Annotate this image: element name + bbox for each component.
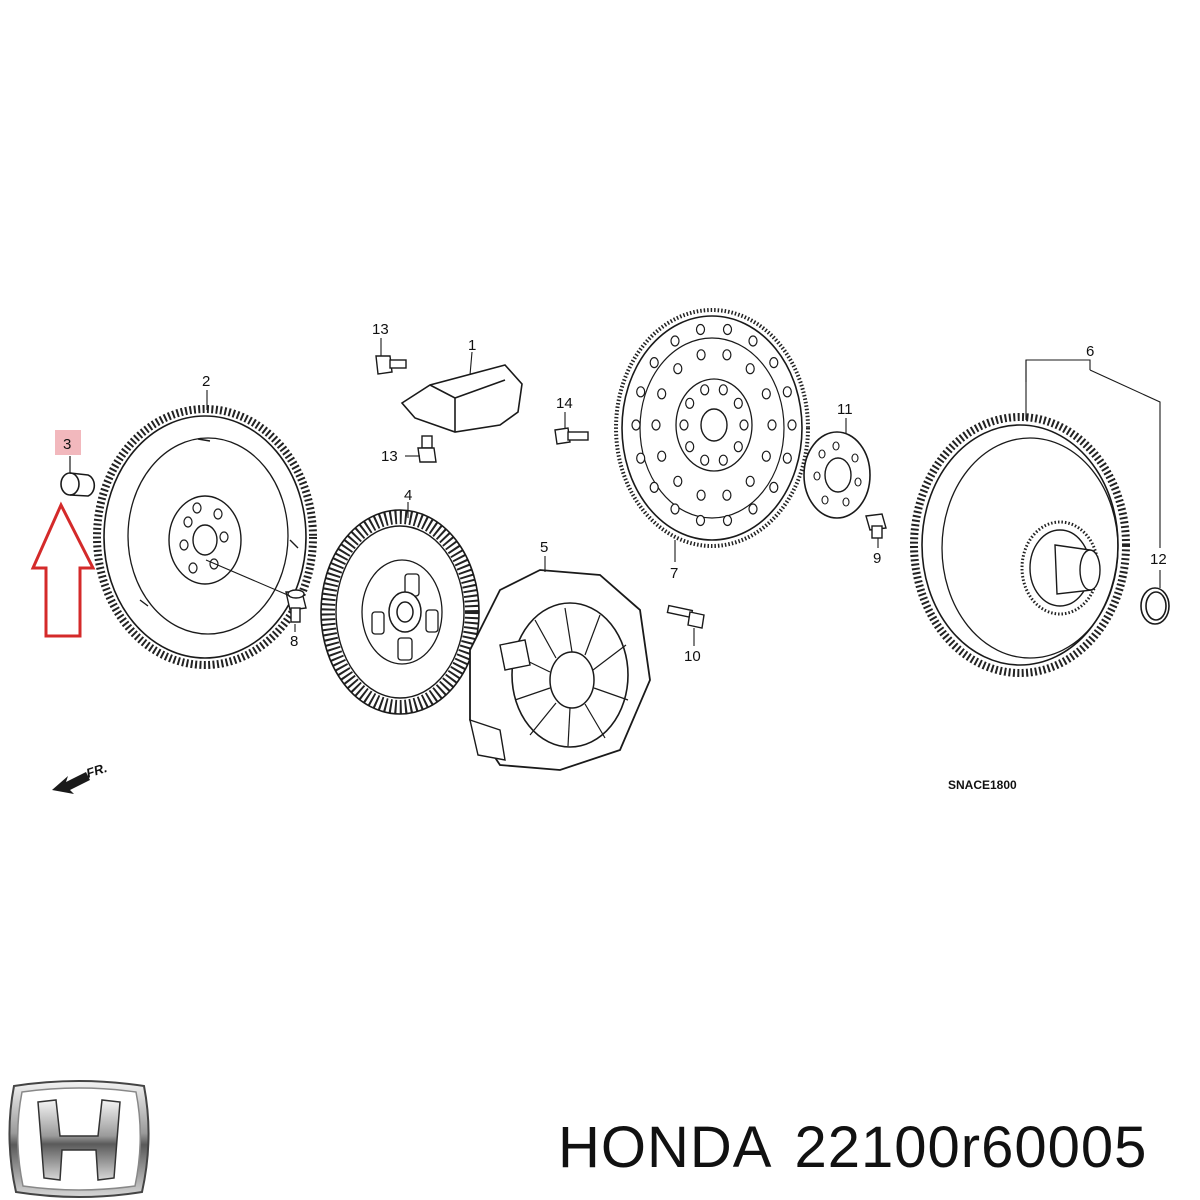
drive-plate-hole bbox=[761, 388, 771, 400]
drive-plate-hole bbox=[670, 335, 680, 347]
highlight-up-arrow-icon bbox=[30, 501, 96, 638]
part-2-flywheel bbox=[93, 405, 317, 669]
diagram-code: SNACE1800 bbox=[948, 778, 1017, 792]
drive-plate-hole bbox=[733, 397, 743, 409]
part-14-bolt bbox=[554, 427, 589, 445]
part-8-bolt bbox=[285, 589, 307, 623]
drive-plate-hole bbox=[782, 386, 792, 398]
front-direction-label: FR. bbox=[84, 760, 109, 781]
drive-plate-hole bbox=[649, 481, 659, 493]
drive-plate-hole bbox=[745, 475, 755, 487]
drive-plate-hole bbox=[700, 384, 710, 396]
drive-plate-hole bbox=[761, 450, 771, 462]
drive-plate-hole bbox=[673, 475, 683, 487]
drive-plate-hole bbox=[657, 388, 667, 400]
part-1-cover-plate bbox=[400, 364, 523, 433]
part-number: 22100r60005 bbox=[794, 1115, 1148, 1180]
drive-plate-hole bbox=[696, 349, 706, 361]
drive-plate-hole bbox=[679, 419, 689, 431]
drive-plate-hole bbox=[722, 349, 732, 361]
callout-7: 7 bbox=[670, 565, 678, 582]
drive-plate-hole bbox=[649, 357, 659, 369]
part-7-drive-plate bbox=[614, 308, 810, 548]
part-9-bolt bbox=[865, 513, 887, 539]
drive-plate-hole bbox=[685, 397, 695, 409]
callout-12: 12 bbox=[1150, 551, 1167, 568]
front-direction-arrow-icon: FR. bbox=[52, 760, 109, 794]
drive-plate-hole bbox=[769, 357, 779, 369]
part-10-bolt bbox=[666, 604, 705, 629]
drive-plate-hole bbox=[657, 450, 667, 462]
callout-1: 1 bbox=[468, 337, 476, 354]
callout-6: 6 bbox=[1086, 343, 1094, 360]
drive-plate-hole bbox=[700, 454, 710, 466]
drive-plate-hole bbox=[718, 384, 728, 396]
drive-plate-hole bbox=[769, 481, 779, 493]
drive-plate-hole bbox=[636, 452, 646, 464]
drive-plate-hole bbox=[631, 419, 641, 431]
part-11-backing-plate bbox=[803, 431, 871, 519]
drive-plate-hole bbox=[748, 503, 758, 515]
drive-plate-hole bbox=[733, 441, 743, 453]
honda-logo-icon bbox=[8, 1080, 150, 1198]
drive-plate-hole bbox=[722, 323, 733, 336]
part-title: HONDA 22100r60005 bbox=[558, 1108, 1169, 1188]
part-13-lower-bolt bbox=[417, 435, 437, 463]
callout-11: 11 bbox=[837, 401, 853, 418]
leader-lines bbox=[206, 338, 1161, 646]
callout-5: 5 bbox=[540, 539, 548, 556]
callout-10: 10 bbox=[684, 648, 701, 665]
drive-plate-hole bbox=[722, 514, 733, 527]
drive-plate-hole bbox=[636, 386, 646, 398]
callout-13-lower: 13 bbox=[381, 448, 398, 465]
part-6-torque-converter bbox=[910, 413, 1130, 677]
drive-plate-hole bbox=[718, 454, 728, 466]
drive-plate-hole bbox=[722, 489, 732, 501]
drive-plate-hole bbox=[739, 419, 749, 431]
callout-8: 8 bbox=[290, 633, 298, 650]
drive-plate-hole bbox=[673, 363, 683, 375]
drive-plate-hole bbox=[685, 441, 695, 453]
drive-plate-hole bbox=[670, 503, 680, 515]
part-3-highlight-box bbox=[55, 430, 81, 455]
drive-plate-hole bbox=[695, 323, 706, 336]
part-3-pilot-bushing bbox=[60, 472, 96, 497]
callout-3: 3 bbox=[63, 436, 71, 453]
part-13-upper-bolt bbox=[375, 355, 407, 375]
drive-plate-hole bbox=[787, 419, 797, 431]
part-4-clutch-disc bbox=[320, 509, 480, 715]
part-5-pressure-plate bbox=[469, 569, 651, 771]
drive-plate-hole bbox=[745, 363, 755, 375]
callout-13-upper: 13 bbox=[372, 321, 389, 338]
callout-9: 9 bbox=[873, 550, 881, 567]
drive-plate-hole bbox=[696, 489, 706, 501]
callout-14: 14 bbox=[556, 395, 573, 412]
callout-4: 4 bbox=[404, 487, 412, 504]
callout-2: 2 bbox=[202, 373, 210, 390]
brand-name: HONDA bbox=[558, 1115, 773, 1180]
drive-plate-hole bbox=[767, 419, 777, 431]
drive-plate-hole bbox=[748, 335, 758, 347]
drive-plate-hole bbox=[651, 419, 661, 431]
drive-plate-hole bbox=[782, 452, 792, 464]
part-12-o-ring bbox=[1140, 587, 1170, 625]
drive-plate-hole bbox=[695, 514, 706, 527]
